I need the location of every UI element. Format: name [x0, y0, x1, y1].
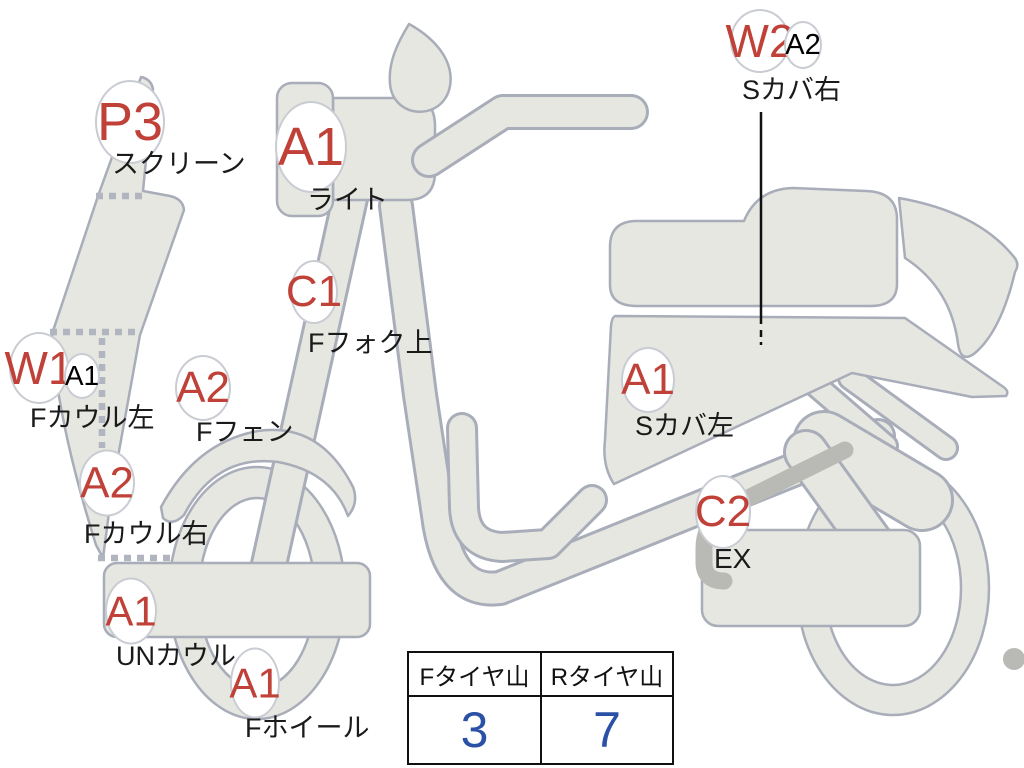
- marker-scover-left-code: A1: [621, 355, 675, 404]
- front-fork: [246, 182, 366, 612]
- marker-uncowl-label: UNカウル: [116, 641, 236, 671]
- marker-fwheel-code: A1: [229, 659, 281, 706]
- marker-exhaust: C2: [695, 475, 751, 549]
- marker-fcowl-left-subcode-ellipse: A1: [64, 353, 100, 399]
- marker-ffender: A2: [175, 355, 231, 421]
- front-fender: [159, 428, 357, 524]
- tire-table-header-rear: Rタイヤ山: [542, 653, 672, 697]
- marker-ffork-top: C1: [286, 260, 342, 324]
- marker-uncowl-code: A1: [105, 587, 157, 634]
- tire-tread-table: Fタイヤ山 Rタイヤ山 3 7: [407, 651, 674, 765]
- frame-tube: [381, 191, 893, 604]
- marker-fwheel: A1: [229, 647, 281, 719]
- marker-screen: P3: [95, 80, 165, 164]
- floor-board: [102, 561, 372, 639]
- tire-table-header-front: Fタイヤ山: [409, 653, 542, 697]
- marker-scover-left-label: Sカバ左: [635, 411, 735, 441]
- handlebar: [414, 97, 646, 175]
- marker-screen-label: スクリーン: [112, 149, 246, 179]
- marker-scover-right-code: W2: [725, 15, 795, 67]
- marker-scover-right-label: Sカバ右: [742, 75, 842, 105]
- rear-rail-2: [840, 368, 956, 458]
- marker-fcowl-left-subcode: A1: [64, 360, 100, 391]
- marker-ffork-top-code: C1: [285, 267, 343, 316]
- marker-uncowl: A1: [105, 577, 157, 645]
- marker-fcowl-left-code: W1: [4, 342, 74, 394]
- marker-light-code: A1: [277, 117, 345, 177]
- rear-grab-rail: [897, 196, 1019, 359]
- marker-fcowl-left-label: Fカウル左: [30, 403, 155, 433]
- marker-screen-code: P3: [96, 92, 164, 152]
- marker-exhaust-code: C2: [694, 487, 752, 536]
- marker-ffender-label: Fフェン: [196, 417, 294, 447]
- marker-fwheel-label: Fホイール: [245, 713, 370, 743]
- seat: [608, 186, 899, 308]
- marker-light: A1: [275, 101, 347, 193]
- marker-scover-right-subcode-ellipse: A2: [784, 21, 822, 69]
- rear-side-cover-panel: [603, 314, 1009, 486]
- mirror: [388, 22, 452, 113]
- marker-fcowl-left: W1: [5, 332, 74, 404]
- marker-scover-right: W2: [726, 9, 795, 73]
- rear-axle-nub: [1003, 648, 1024, 670]
- marker-fcowl-right-code: A2: [80, 458, 134, 507]
- marker-fcowl-right: A2: [79, 449, 135, 517]
- marker-ffork-top-label: Fフォク上: [308, 328, 433, 358]
- tire-table-value-rear: 7: [593, 702, 621, 758]
- marker-scover-right-subcode: A2: [785, 28, 821, 61]
- marker-light-label: ライト: [307, 185, 388, 215]
- marker-scover-left: A1: [621, 347, 675, 413]
- tire-table-value-front: 3: [409, 697, 542, 763]
- frame-hook: [449, 415, 605, 560]
- marker-fcowl-right-label: Fカウル右: [84, 519, 209, 549]
- marker-ffender-code: A2: [176, 363, 230, 412]
- marker-exhaust-label: EX: [714, 543, 752, 574]
